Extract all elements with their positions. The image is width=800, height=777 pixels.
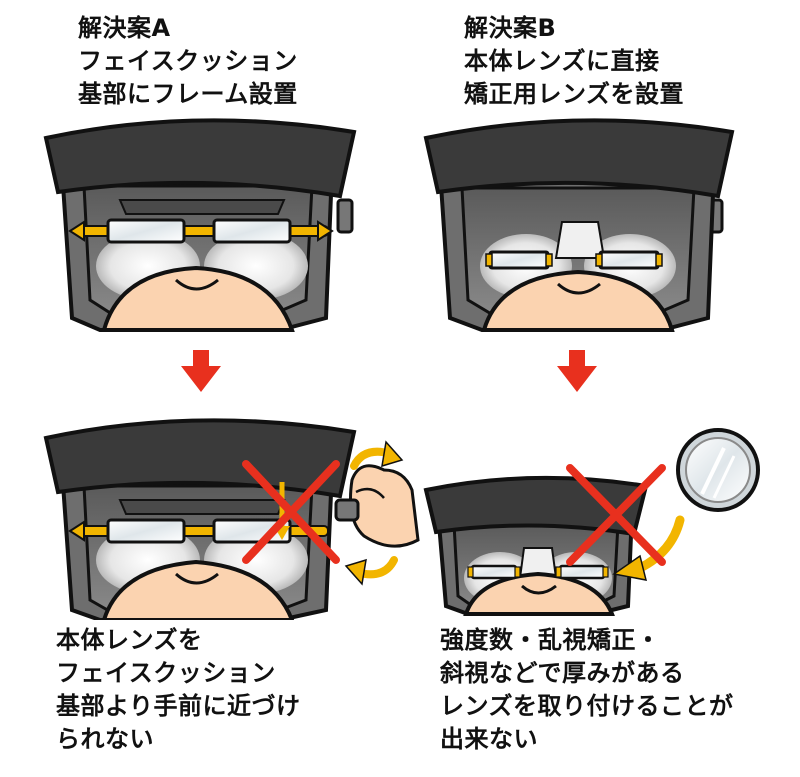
- title-a-line-2: フェイスクッション: [78, 47, 298, 75]
- headset-a-top: [43, 118, 357, 332]
- caption-b-line-4: 出来ない: [440, 725, 538, 753]
- insert-arrow-icon: [612, 515, 685, 581]
- title-b-line-1: 解決案B: [464, 14, 557, 42]
- caption-a-line-4: られない: [56, 725, 154, 753]
- title-b: 解決案B 本体レンズに直接 矯正用レンズを設置: [464, 12, 684, 111]
- cross-mark-icon: [566, 464, 666, 566]
- caption-b-line-3: レンズを取り付けることが: [440, 692, 734, 720]
- title-b-line-2: 本体レンズに直接: [464, 47, 660, 75]
- title-b-line-3: 矯正用レンズを設置: [464, 80, 685, 108]
- caption-b-line-2: 斜視などで厚みがある: [440, 659, 685, 687]
- rotate-arrow-icon: [350, 440, 404, 470]
- caption-b: 強度数・乱視矯正・ 斜視などで厚みがある レンズを取り付けることが 出来ない: [440, 624, 734, 756]
- caption-a-line-1: 本体レンズを: [56, 626, 203, 654]
- lens-icon: [676, 428, 760, 512]
- down-arrow-icon: [181, 350, 221, 392]
- title-a-line-3: 基部にフレーム設置: [78, 80, 298, 108]
- down-arrow-icon: [557, 350, 597, 392]
- caption-a-line-2: フェイスクッション: [56, 659, 276, 687]
- caption-a: 本体レンズを フェイスクッション 基部より手前に近づけ られない: [56, 624, 301, 756]
- headset-b-bottom: [423, 475, 649, 616]
- title-a: 解決案A フェイスクッション 基部にフレーム設置: [78, 12, 298, 111]
- rotate-arrow-icon: [344, 556, 398, 586]
- title-a-line-1: 解決案A: [78, 14, 171, 42]
- cross-mark-icon: [242, 460, 340, 564]
- caption-a-line-3: 基部より手前に近づけ: [56, 692, 301, 720]
- illustration: [43, 118, 760, 620]
- caption-b-line-1: 強度数・乱視矯正・: [440, 626, 661, 654]
- headset-a-bottom: [43, 418, 357, 620]
- headset-b-top: [423, 118, 735, 332]
- hand-icon: [334, 464, 420, 548]
